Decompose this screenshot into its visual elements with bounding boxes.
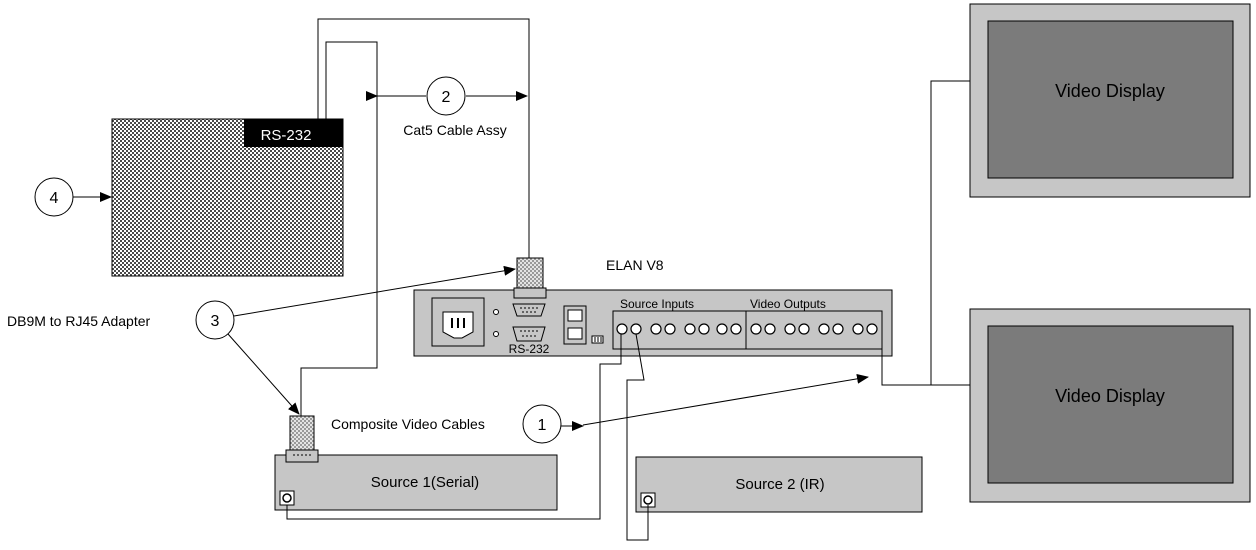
cat5-cable [300,41,378,416]
callout-text: Cat5 Cable Assy [403,122,507,138]
serial-device: RS-232 [111,118,344,277]
composite-video-cable [626,333,649,541]
cat5-cable [317,18,530,258]
video-display-label: Video Display [1055,386,1165,406]
source-2-label: Source 2 (IR) [735,476,824,493]
cables [286,18,970,541]
dip-switch-icon [591,335,604,344]
source-1-label: Source 1(Serial) [371,474,479,491]
video-output-jacks [750,323,878,335]
rs232-port-block [244,119,343,147]
callout-3: DB9M to RJ45 Adapter 3 [7,265,516,415]
video-outputs-label: Video Outputs [750,297,826,311]
callout-number: 2 [442,89,451,106]
callout-number: 4 [50,190,59,207]
video-display-1: Video Display [969,3,1251,198]
source-inputs-label: Source Inputs [620,297,694,311]
display-cable [881,80,970,386]
callout-1: Composite Video Cables 1 [331,373,869,444]
power-inlet-icon [431,297,485,347]
source-2-device: Source 2 (IR) [635,456,923,513]
composite-video-cable [286,334,622,520]
adapter-upper [513,257,547,299]
indicator-led [493,309,499,315]
controller-title: ELAN V8 [606,257,664,273]
adapter-lower [285,415,319,463]
source-1-device: Source 1(Serial) [274,454,558,511]
indicator-led [493,331,499,337]
callout-2: 2 Cat5 Cable Assy [366,76,528,138]
rj45-jacks-icon [563,305,587,345]
callout-text: Composite Video Cables [331,416,485,432]
db9-port-lower [512,326,546,342]
callout-number: 3 [211,313,220,330]
video-display-label: Video Display [1055,81,1165,101]
source-input-jacks [616,323,742,335]
controller-rs232-label: RS-232 [509,342,550,356]
callout-number: 1 [538,417,547,434]
callout-4: 4 [34,177,112,217]
db9-port-upper [512,303,546,317]
video-display-2: Video Display [969,308,1251,503]
elan-v8-controller: RS-232 Source Inputs Video Outputs [413,289,893,357]
device-rs232-label: RS-232 [261,127,312,144]
callout-text: DB9M to RJ45 Adapter [7,313,151,329]
